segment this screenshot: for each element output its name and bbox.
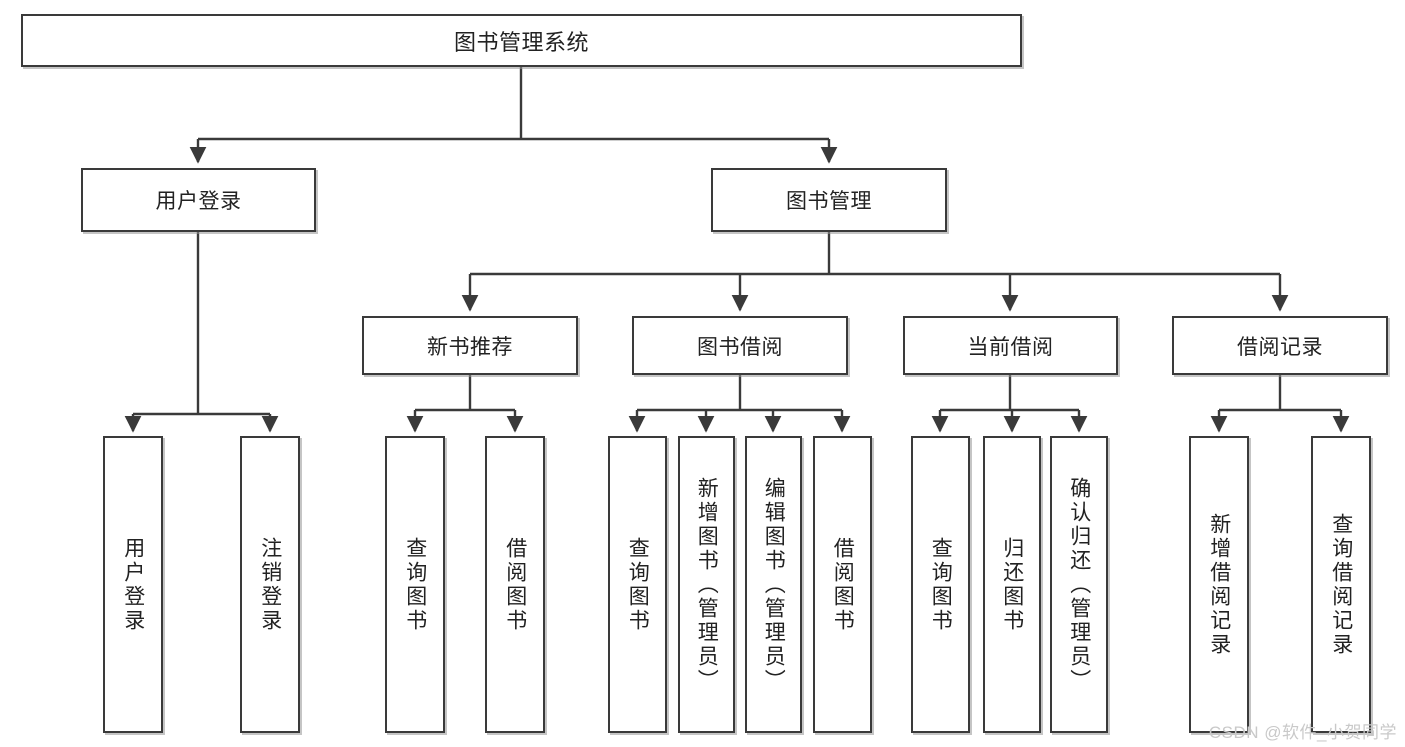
leaf-node-0[interactable]: 用户登录 <box>103 436 163 733</box>
leaf-node-9[interactable]: 归还图书 <box>983 436 1041 733</box>
edge-group-current <box>931 375 1088 433</box>
node-current-borrow[interactable]: 当前借阅 <box>903 316 1118 375</box>
leaf-node-12-label: 查询借阅记录 <box>1329 512 1353 657</box>
leaf-node-3[interactable]: 借阅图书 <box>485 436 545 733</box>
edge-group-borrow <box>628 375 851 433</box>
leaf-node-7-label: 借阅图书 <box>831 536 855 633</box>
edge-group-root <box>189 67 838 164</box>
leaf-node-2[interactable]: 查询图书 <box>385 436 445 733</box>
leaf-node-5-label: 新增图书（管理员） <box>695 476 719 693</box>
node-borrow-records-label: 借阅记录 <box>1237 335 1323 359</box>
leaf-node-4-label: 查询图书 <box>626 536 650 633</box>
leaf-node-6[interactable]: 编辑图书（管理员） <box>745 436 802 733</box>
leaf-node-1-label: 注销登录 <box>258 536 282 633</box>
edge-group-records <box>1210 375 1350 433</box>
leaf-node-6-label: 编辑图书（管理员） <box>762 476 786 693</box>
node-book-borrow[interactable]: 图书借阅 <box>632 316 848 375</box>
leaf-node-2-label: 查询图书 <box>403 536 427 633</box>
node-borrow-records[interactable]: 借阅记录 <box>1172 316 1388 375</box>
edge-group-user-login <box>124 232 279 433</box>
edge-group-new-books <box>406 375 524 433</box>
leaf-node-0-label: 用户登录 <box>121 536 145 633</box>
leaf-node-4[interactable]: 查询图书 <box>608 436 667 733</box>
leaf-node-12[interactable]: 查询借阅记录 <box>1311 436 1371 733</box>
leaf-node-5[interactable]: 新增图书（管理员） <box>678 436 735 733</box>
leaf-node-8-label: 查询图书 <box>929 536 953 633</box>
node-new-book-recommend[interactable]: 新书推荐 <box>362 316 578 375</box>
node-root-label: 图书管理系统 <box>453 29 589 55</box>
node-book-borrow-label: 图书借阅 <box>697 335 783 359</box>
leaf-node-8[interactable]: 查询图书 <box>911 436 970 733</box>
leaf-node-7[interactable]: 借阅图书 <box>813 436 872 733</box>
node-current-borrow-label: 当前借阅 <box>967 335 1054 359</box>
leaf-node-9-label: 归还图书 <box>1000 536 1024 633</box>
leaf-node-3-label: 借阅图书 <box>503 536 527 633</box>
leaf-node-10-label: 确认归还（管理员） <box>1067 476 1091 693</box>
node-book-management[interactable]: 图书管理 <box>711 168 947 232</box>
watermark-text: CSDN @软件_小贺同学 <box>1208 723 1397 742</box>
leaf-node-10[interactable]: 确认归还（管理员） <box>1050 436 1108 733</box>
leaf-node-11-label: 新增借阅记录 <box>1207 512 1231 657</box>
edge-group-book-mgmt <box>461 232 1289 312</box>
node-book-management-label: 图书管理 <box>786 190 872 213</box>
node-user-login[interactable]: 用户登录 <box>81 168 316 232</box>
node-new-book-recommend-label: 新书推荐 <box>427 335 513 359</box>
node-root[interactable]: 图书管理系统 <box>21 14 1022 67</box>
node-user-login-label: 用户登录 <box>155 190 242 213</box>
leaf-node-1[interactable]: 注销登录 <box>240 436 300 733</box>
leaf-node-11[interactable]: 新增借阅记录 <box>1189 436 1249 733</box>
